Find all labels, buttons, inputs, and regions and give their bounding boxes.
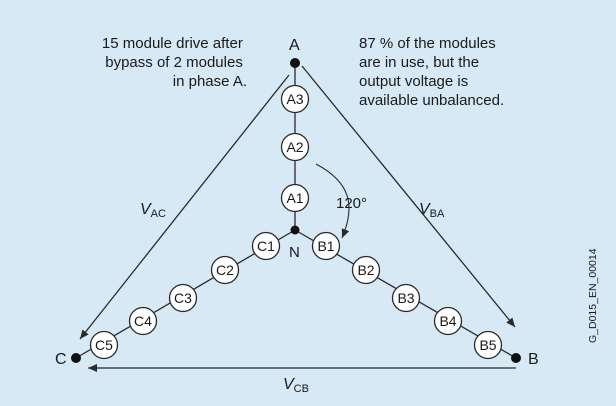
module-label: C2 [216, 262, 234, 278]
vertex-b-dot [511, 353, 521, 363]
module-label: C1 [257, 238, 275, 254]
left-note-line-1: 15 module drive after [102, 35, 243, 52]
module-label: C5 [95, 337, 113, 353]
right-note-line-4: available unbalanced. [359, 92, 504, 109]
module-label: B5 [479, 337, 496, 353]
voltage-label-ba: VBA [419, 201, 445, 220]
module-c5: C5 [89, 330, 119, 360]
angle-label: 120° [336, 195, 367, 212]
module-c1: C1 [251, 231, 281, 261]
right-note-line-2: are in use, but the [359, 54, 479, 71]
vertex-a-dot [290, 58, 300, 68]
module-circle [280, 132, 310, 162]
voltage-cb-sub: CB [294, 383, 309, 395]
module-circle [433, 306, 463, 336]
module-label: B3 [397, 290, 414, 306]
neutral-label: N [289, 244, 300, 261]
right-note: 87 % of the modules are in use, but the … [359, 35, 504, 109]
module-label: C3 [174, 290, 192, 306]
module-label: C4 [134, 313, 152, 329]
module-circle [89, 330, 119, 360]
module-circle [391, 283, 421, 313]
module-a3: A3 [280, 84, 310, 114]
voltage-ac-main: V [140, 201, 152, 218]
module-circle [473, 330, 503, 360]
module-c4: C4 [128, 306, 158, 336]
neutral-dot [290, 225, 300, 235]
figure-id: G_D015_EN_00014 [587, 248, 599, 343]
angle-arc [315, 163, 350, 239]
module-label: A3 [286, 91, 303, 107]
module-label: A2 [286, 139, 303, 155]
voltage-line-ba [301, 65, 516, 328]
module-circle [210, 255, 240, 285]
module-label: B2 [357, 262, 374, 278]
module-label: A1 [286, 190, 303, 206]
module-b2: B2 [351, 255, 381, 285]
module-circle [280, 183, 310, 213]
voltage-cb-main: V [283, 376, 295, 393]
module-label: B4 [439, 313, 456, 329]
left-note-line-2: bypass of 2 modules [105, 54, 243, 71]
voltage-ba-main: V [419, 201, 431, 218]
module-circle [311, 231, 341, 261]
voltage-line-ac [79, 74, 290, 340]
module-b5: B5 [473, 330, 503, 360]
right-note-line-1: 87 % of the modules [359, 35, 496, 52]
left-note-line-3: in phase A. [173, 73, 247, 90]
voltage-label-ac: VAC [140, 201, 166, 220]
module-a2: A2 [280, 132, 310, 162]
voltage-ba-sub: BA [430, 208, 445, 220]
vertex-b-label: B [528, 351, 539, 368]
voltage-ac-sub: AC [151, 208, 166, 220]
module-a1: A1 [280, 183, 310, 213]
module-circle [128, 306, 158, 336]
left-note: 15 module drive after bypass of 2 module… [102, 35, 247, 90]
vertex-c-dot [71, 353, 81, 363]
module-b1: B1 [311, 231, 341, 261]
module-c3: C3 [168, 283, 198, 313]
vertex-a-label: A [289, 37, 300, 54]
right-note-line-3: output voltage is [359, 73, 468, 90]
module-circle [251, 231, 281, 261]
module-circle [168, 283, 198, 313]
module-c2: C2 [210, 255, 240, 285]
module-label: B1 [317, 238, 334, 254]
module-b4: B4 [433, 306, 463, 336]
module-b3: B3 [391, 283, 421, 313]
module-circle [280, 84, 310, 114]
module-circle [351, 255, 381, 285]
vertex-c-label: C [55, 351, 67, 368]
voltage-label-cb: VCB [283, 376, 309, 395]
